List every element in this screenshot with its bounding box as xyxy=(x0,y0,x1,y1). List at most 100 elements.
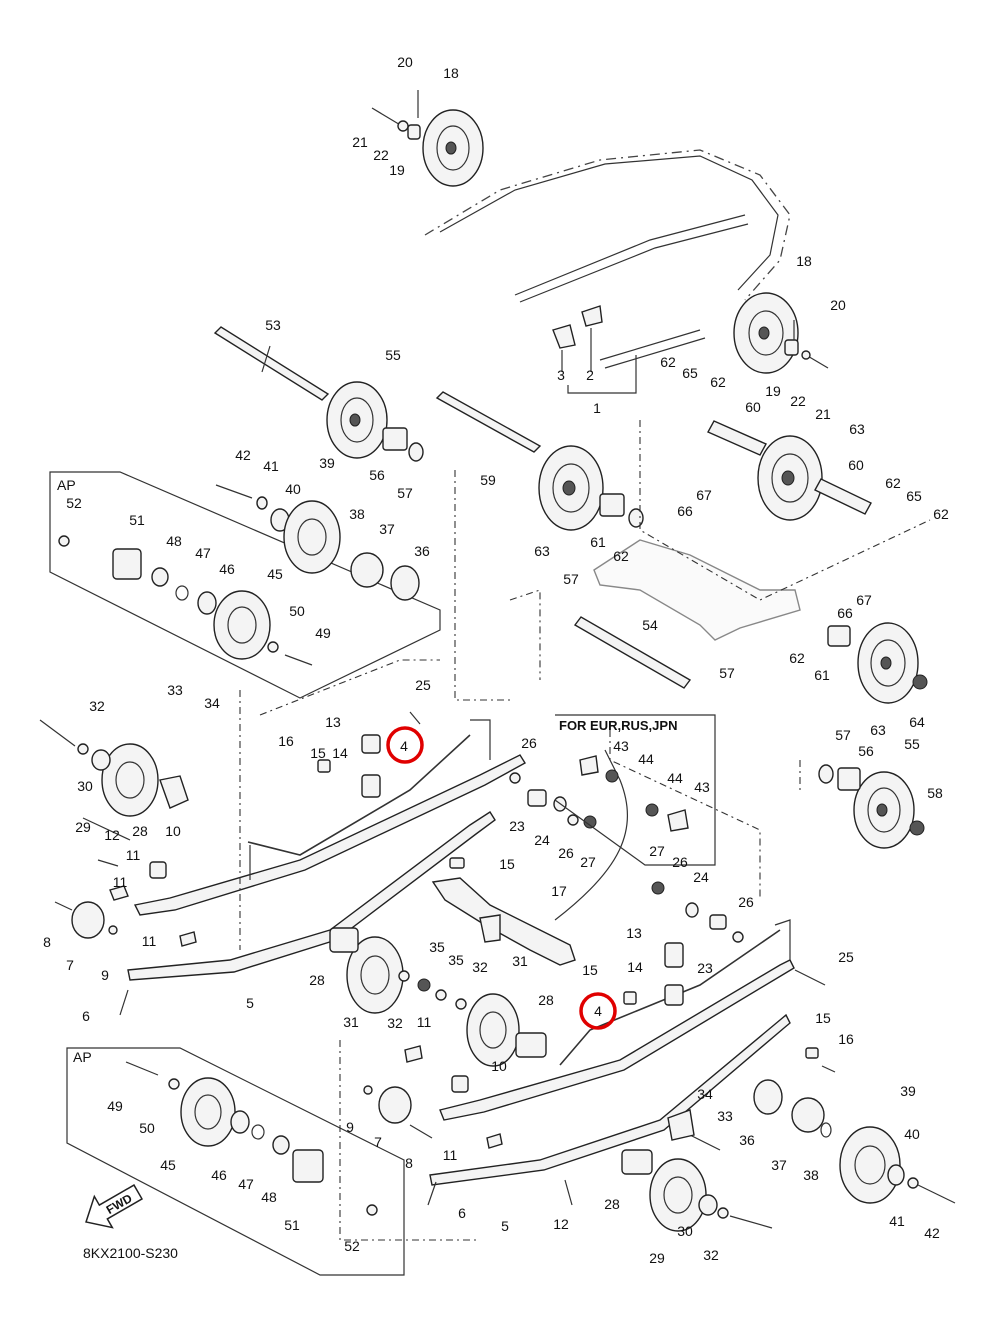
callout-64: 64 xyxy=(909,714,925,730)
eur-box xyxy=(554,714,716,866)
callout-34: 34 xyxy=(204,695,220,711)
callout-62: 62 xyxy=(933,506,949,522)
ap-lower-parts xyxy=(125,1061,378,1216)
callout-59: 59 xyxy=(480,472,496,488)
callout-16: 16 xyxy=(838,1031,854,1047)
callout-66: 66 xyxy=(837,605,853,621)
callout-60: 60 xyxy=(848,457,864,473)
callout-55: 55 xyxy=(904,736,920,752)
rear-upper-wheel-right xyxy=(733,292,829,374)
ap-box-lower xyxy=(66,1047,405,1276)
callout-26: 26 xyxy=(738,894,754,910)
wheel-31-lower xyxy=(466,993,547,1067)
wheel-30-upper-left xyxy=(39,719,189,841)
highlight-circle-part-4-upper xyxy=(386,726,424,764)
callout-37: 37 xyxy=(771,1157,787,1173)
callout-62: 62 xyxy=(613,548,629,564)
callout-25: 25 xyxy=(838,949,854,965)
callout-36: 36 xyxy=(739,1132,755,1148)
callout-13: 13 xyxy=(325,714,341,730)
rear-upper-wheel-left xyxy=(371,90,484,187)
rear-fittings-right xyxy=(363,1045,573,1206)
callout-30: 30 xyxy=(677,1223,693,1239)
wheel-63-lower-right xyxy=(827,622,928,704)
callout-62: 62 xyxy=(710,374,726,390)
callout-43: 43 xyxy=(694,779,710,795)
callout-15: 15 xyxy=(310,745,326,761)
wheel-63-right-upper xyxy=(707,420,872,521)
callout-15: 15 xyxy=(499,856,515,872)
callout-48: 48 xyxy=(261,1189,277,1205)
callout-26: 26 xyxy=(558,845,574,861)
callout-3: 3 xyxy=(557,367,565,383)
callout-66: 66 xyxy=(677,503,693,519)
callout-18: 18 xyxy=(796,253,812,269)
callout-57: 57 xyxy=(397,485,413,501)
callout-39: 39 xyxy=(900,1083,916,1099)
callout-32: 32 xyxy=(703,1247,719,1263)
ap-box-upper xyxy=(49,471,441,699)
callout-28: 28 xyxy=(604,1196,620,1212)
callout-26: 26 xyxy=(672,854,688,870)
callout-67: 67 xyxy=(696,487,712,503)
callout-11: 11 xyxy=(126,847,141,863)
callout-40: 40 xyxy=(904,1126,920,1142)
callout-32: 32 xyxy=(387,1015,403,1031)
callout-40: 40 xyxy=(285,481,301,497)
callout-20: 20 xyxy=(830,297,846,313)
callout-49: 49 xyxy=(107,1098,123,1114)
callout-25: 25 xyxy=(415,677,431,693)
callout-55: 55 xyxy=(385,347,401,363)
callout-21: 21 xyxy=(815,406,831,422)
callout-53: 53 xyxy=(265,317,281,333)
slide-rail-right xyxy=(429,919,795,1186)
callout-11: 11 xyxy=(142,933,157,949)
callout-50: 50 xyxy=(289,603,305,619)
callout-31: 31 xyxy=(512,953,528,969)
callout-6: 6 xyxy=(458,1205,466,1221)
callout-35: 35 xyxy=(448,952,464,968)
callout-63: 63 xyxy=(870,722,886,738)
fwd-arrow-icon: FWD xyxy=(85,1184,144,1229)
callout-27: 27 xyxy=(649,843,665,859)
callout-45: 45 xyxy=(160,1157,176,1173)
callout-45: 45 xyxy=(267,566,283,582)
wheel-39-lower-right xyxy=(667,1079,956,1204)
callout-5: 5 xyxy=(501,1218,509,1234)
callout-62: 62 xyxy=(660,354,676,370)
callout-9: 9 xyxy=(101,967,109,983)
callout-37: 37 xyxy=(379,521,395,537)
callout-26: 26 xyxy=(521,735,537,751)
callout-57: 57 xyxy=(719,665,735,681)
callout-21: 21 xyxy=(352,134,368,150)
callout-35: 35 xyxy=(429,939,445,955)
callout-10: 10 xyxy=(491,1058,507,1074)
callout-57: 57 xyxy=(835,727,851,743)
ap-upper-parts xyxy=(58,484,420,666)
callout-14: 14 xyxy=(627,959,643,975)
callout-12: 12 xyxy=(553,1216,569,1232)
callout-8: 8 xyxy=(43,934,51,950)
callout-62: 62 xyxy=(885,475,901,491)
callout-24: 24 xyxy=(534,832,550,848)
callout-32: 32 xyxy=(472,959,488,975)
callout-62: 62 xyxy=(789,650,805,666)
callout-44: 44 xyxy=(667,770,683,786)
callout-58: 58 xyxy=(927,785,943,801)
callout-42: 42 xyxy=(924,1225,940,1241)
callout-52: 52 xyxy=(344,1238,360,1254)
assembly-lines xyxy=(239,420,931,1241)
callout-27: 27 xyxy=(580,854,596,870)
center-frame xyxy=(317,711,836,1073)
slide-rail-left xyxy=(127,719,526,981)
callout-61: 61 xyxy=(814,667,830,683)
callout-29: 29 xyxy=(75,819,91,835)
callout-28: 28 xyxy=(309,972,325,988)
callout-51: 51 xyxy=(284,1217,300,1233)
callout-50: 50 xyxy=(139,1120,155,1136)
callout-39: 39 xyxy=(319,455,335,471)
callout-22: 22 xyxy=(790,393,806,409)
wheel-55-upper xyxy=(326,381,424,462)
callout-6: 6 xyxy=(82,1008,90,1024)
